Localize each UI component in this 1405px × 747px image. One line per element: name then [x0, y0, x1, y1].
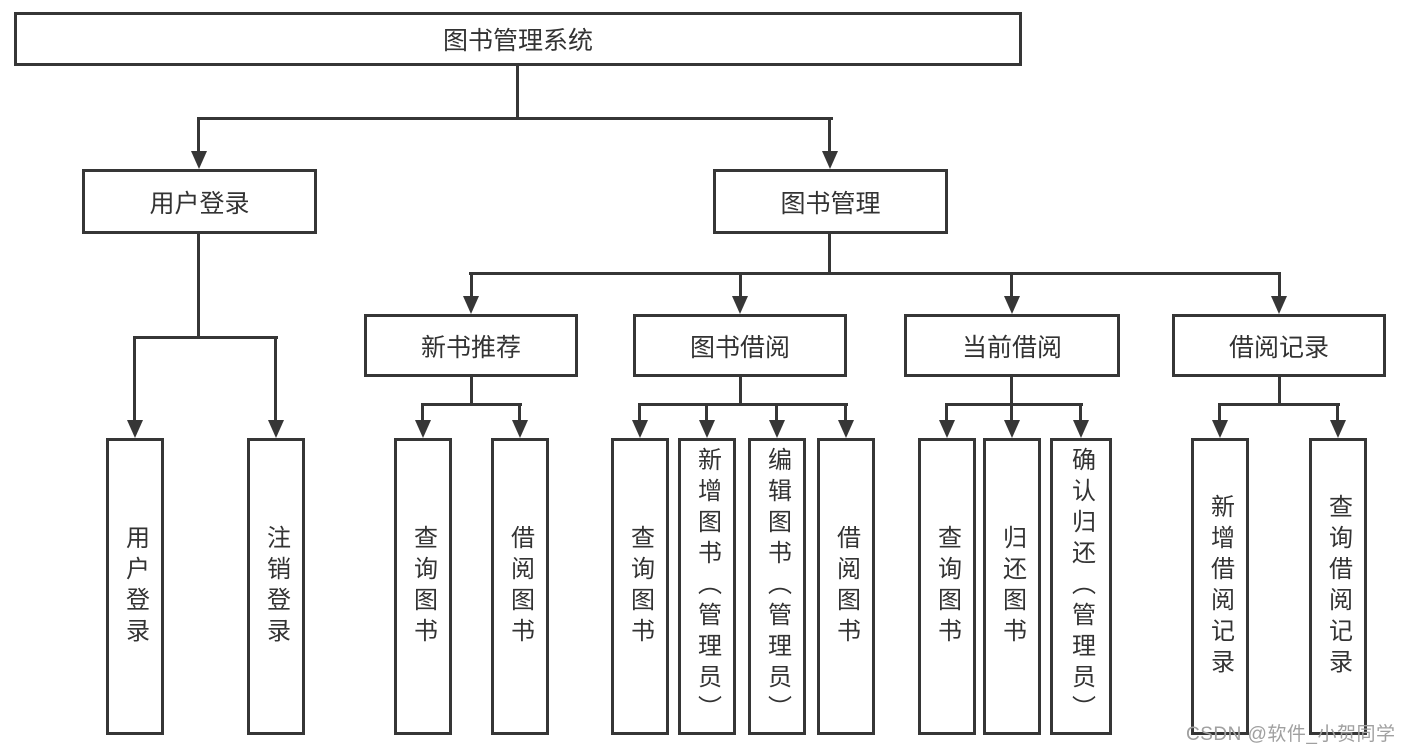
- node-user-login: 用户登录: [82, 169, 317, 234]
- connector-line: [1336, 403, 1339, 427]
- arrow-down-icon: [769, 420, 785, 438]
- connector-line: [775, 403, 778, 427]
- connector-line: [421, 403, 424, 427]
- node-library-system: 图书管理系统: [14, 12, 1022, 66]
- connector-line: [1218, 403, 1340, 406]
- arrow-down-icon: [732, 296, 748, 314]
- arrow-down-icon: [127, 420, 143, 438]
- leaf-query-borrow-record: 查询借阅记录: [1309, 438, 1367, 735]
- connector-line: [274, 336, 277, 426]
- leaf-confirm-return-admin: 确认归还（管理员）: [1050, 438, 1112, 735]
- connector-line: [133, 336, 278, 339]
- connector-line: [197, 117, 200, 155]
- connector-line: [470, 272, 473, 300]
- arrow-down-icon: [415, 420, 431, 438]
- connector-line: [469, 272, 1281, 275]
- connector-line: [1010, 272, 1013, 300]
- connector-line: [828, 117, 831, 155]
- leaf-edit-book-admin: 编辑图书（管理员）: [748, 438, 806, 735]
- leaf-add-book-admin: 新增图书（管理员）: [678, 438, 736, 735]
- connector-line: [1010, 376, 1013, 405]
- connector-line: [844, 403, 847, 427]
- connector-line: [421, 403, 522, 406]
- arrow-down-icon: [191, 151, 207, 169]
- connector-line: [197, 117, 833, 120]
- arrow-down-icon: [838, 420, 854, 438]
- arrow-down-icon: [512, 420, 528, 438]
- arrow-down-icon: [1004, 296, 1020, 314]
- connector-line: [705, 403, 708, 427]
- node-new-book-recommend: 新书推荐: [364, 314, 578, 377]
- arrow-down-icon: [1271, 296, 1287, 314]
- leaf-user-login: 用户登录: [106, 438, 164, 735]
- connector-line: [828, 233, 831, 275]
- leaf-query-books-current: 查询图书: [918, 438, 976, 735]
- arrow-down-icon: [939, 420, 955, 438]
- arrow-down-icon: [822, 151, 838, 169]
- watermark: CSDN @软件_小贺同学: [1186, 724, 1396, 745]
- arrow-down-icon: [1004, 420, 1020, 438]
- arrow-down-icon: [699, 420, 715, 438]
- connector-line: [470, 376, 473, 405]
- leaf-borrow-books-borrowing: 借阅图书: [817, 438, 875, 735]
- arrow-down-icon: [1073, 420, 1089, 438]
- connector-line: [739, 272, 742, 300]
- leaf-query-books-recommend: 查询图书: [394, 438, 452, 735]
- connector-line: [1278, 376, 1281, 405]
- arrow-down-icon: [463, 296, 479, 314]
- node-book-borrowing: 图书借阅: [633, 314, 847, 377]
- node-current-borrowing: 当前借阅: [904, 314, 1120, 377]
- node-borrowing-records: 借阅记录: [1172, 314, 1386, 377]
- connector-line: [133, 336, 136, 426]
- connector-line: [638, 403, 848, 406]
- connector-line: [739, 376, 742, 405]
- arrow-down-icon: [268, 420, 284, 438]
- leaf-add-borrow-record: 新增借阅记录: [1191, 438, 1249, 735]
- leaf-logout: 注销登录: [247, 438, 305, 735]
- connector-line: [638, 403, 641, 427]
- node-book-management: 图书管理: [713, 169, 948, 234]
- leaf-borrow-books-recommend: 借阅图书: [491, 438, 549, 735]
- arrow-down-icon: [1212, 420, 1228, 438]
- arrow-down-icon: [1330, 420, 1346, 438]
- leaf-return-books: 归还图书: [983, 438, 1041, 735]
- connector-line: [1079, 403, 1082, 427]
- connector-line: [945, 403, 1083, 406]
- connector-line: [197, 233, 200, 338]
- arrow-down-icon: [632, 420, 648, 438]
- connector-line: [1010, 403, 1013, 427]
- leaf-query-books-borrowing: 查询图书: [611, 438, 669, 735]
- connector-line: [1278, 272, 1281, 300]
- connector-line: [516, 65, 519, 118]
- connector-line: [945, 403, 948, 427]
- connector-line: [1218, 403, 1221, 427]
- connector-line: [518, 403, 521, 427]
